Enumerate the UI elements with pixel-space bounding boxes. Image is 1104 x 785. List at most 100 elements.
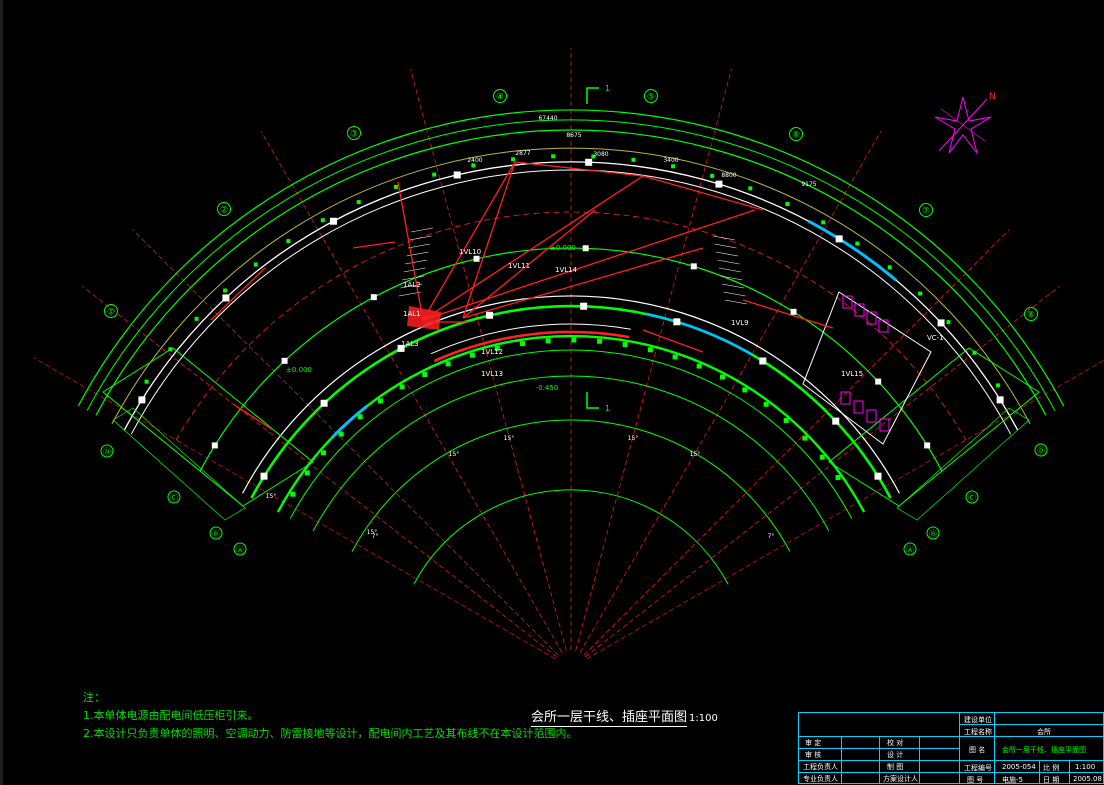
dimension-label: 8675	[566, 132, 581, 139]
toilet-room	[802, 291, 932, 445]
elevation-label: ±0.000	[550, 244, 576, 252]
circuit-run	[232, 403, 274, 431]
outlet-symbol	[320, 218, 325, 223]
outlet-symbol	[946, 320, 951, 325]
column	[673, 318, 681, 326]
tb-project-label: 工程名称	[964, 728, 992, 736]
ring-arc	[312, 375, 830, 532]
elevation-label: ±0.000	[286, 366, 312, 374]
column	[370, 294, 377, 301]
circuit-run	[210, 267, 266, 321]
tb-info-v4: 2005.08	[1073, 775, 1102, 783]
note-item-2: 2.本设计只负责单体的照明、空调动力、防雷接地等设计，配电间内工艺及其布线不在本…	[83, 727, 578, 740]
radial-ray	[575, 69, 732, 651]
ring-bubble-label: Ⓑ	[929, 530, 937, 539]
angle-label: 15°	[628, 435, 639, 442]
axis-bubble	[217, 202, 231, 216]
toilet-fixture	[840, 391, 851, 405]
column	[715, 180, 723, 188]
ring-arc	[111, 147, 1031, 425]
outlet-symbol	[972, 350, 977, 355]
end-wings	[102, 227, 1040, 521]
angle-label: 15°	[690, 451, 701, 458]
stair-tread	[409, 235, 432, 241]
ring-bubble-label: Ⓐ	[236, 546, 244, 555]
circuit-run	[422, 209, 756, 321]
outlet-symbol	[622, 341, 628, 347]
note-item-1: 1.本单体电源由配电间低压柜引来。	[83, 709, 259, 722]
column	[486, 311, 494, 319]
column	[580, 302, 588, 310]
outlet-symbol	[432, 172, 437, 177]
tb-sign-6: 设 计	[887, 751, 904, 759]
column	[281, 357, 288, 364]
outlet-symbol	[445, 361, 451, 367]
tb-info-k2: 比 例	[1043, 764, 1060, 772]
drawing-scale: 1:100	[689, 713, 718, 724]
outlet-symbol	[356, 200, 361, 205]
elevation-label: -0.450	[536, 384, 559, 392]
stair-tread	[718, 267, 742, 273]
column	[832, 417, 840, 425]
axis-bubble-label: ⑤	[647, 93, 655, 103]
circuit-run	[352, 241, 396, 249]
outlet-symbol	[802, 435, 808, 441]
column	[473, 255, 480, 262]
dimension-label: 8800	[721, 172, 736, 179]
ring-bubble	[903, 542, 917, 556]
stair-tread	[406, 251, 429, 257]
column	[874, 472, 882, 480]
tb-name-value: 会所一层干线、插座平面图	[1002, 746, 1086, 754]
radial-ray	[579, 130, 882, 653]
tb-sign-4: 专业负责人	[803, 775, 838, 783]
outlet-symbol	[785, 201, 790, 206]
ring-bubble-label: Ⓓ	[1037, 447, 1045, 456]
radial-ray	[584, 286, 1060, 658]
stair-tread	[401, 275, 425, 281]
dimension-label: 2400	[467, 157, 482, 164]
ring-bubble-label: Ⓒ	[170, 494, 178, 503]
column	[453, 171, 461, 179]
column	[222, 294, 230, 302]
tb-sign-8: 方案设计人	[883, 775, 918, 783]
radial-ray	[132, 229, 559, 656]
outlet-symbol	[471, 163, 476, 168]
tb-sign-1: 审 定	[805, 739, 822, 747]
column	[759, 357, 767, 365]
ring-bubble	[1034, 443, 1048, 457]
column	[329, 217, 337, 225]
ring-bubble	[233, 542, 247, 556]
circuit-label: 1VL14	[555, 266, 578, 274]
right-wing-dimension	[896, 407, 1030, 521]
outlet-symbol	[821, 220, 826, 225]
tb-info-k1: 工程编号	[964, 764, 992, 772]
stair-tread	[407, 243, 431, 249]
outlet-symbol	[168, 347, 173, 352]
axis-bubble	[919, 203, 933, 217]
ring-bubble-label: Ⓑ	[212, 530, 220, 539]
glazing-arc	[646, 312, 753, 356]
tb-info-k4: 日 期	[1043, 776, 1060, 784]
circuit-run	[462, 161, 516, 319]
distribution-panel	[407, 306, 441, 330]
toilet-fixture	[853, 400, 864, 414]
stair-tread	[723, 291, 746, 297]
circuit-run	[462, 209, 596, 319]
circuit-run	[422, 175, 644, 321]
angle-label: 15°	[266, 493, 277, 500]
ring-arc	[413, 489, 729, 585]
axis-bubble-label: ①	[107, 308, 115, 318]
circuit-run	[422, 161, 516, 321]
outlet-symbol	[422, 371, 428, 377]
outlet-symbol	[783, 417, 789, 423]
outlet-symbol	[597, 338, 603, 344]
axis-bubble-label: ⑧	[1027, 311, 1035, 321]
outlet-symbol	[819, 454, 825, 460]
circuit-label: 1VL10	[459, 248, 481, 256]
ring-bubble	[965, 490, 979, 504]
ring-bubble-label: Ⓒ	[968, 494, 976, 503]
circuit-run	[397, 181, 424, 321]
